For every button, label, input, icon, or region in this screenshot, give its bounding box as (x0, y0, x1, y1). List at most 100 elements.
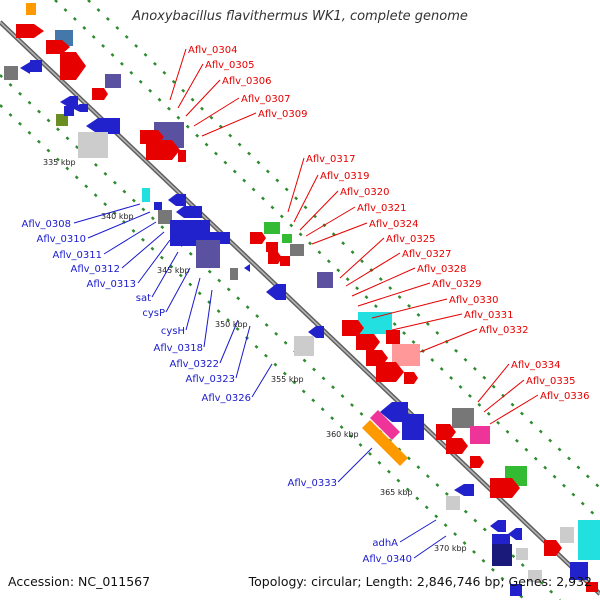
feature-arrow (168, 194, 186, 206)
feature-block (317, 272, 333, 288)
kbp-tick-label: 360 kbp (326, 430, 359, 439)
gene-label: adhA (372, 538, 398, 549)
map-title: Anoxybacillus flavithermus WK1, complete… (132, 9, 468, 24)
feature-block (56, 114, 68, 126)
feature-block (264, 222, 280, 234)
gene-label: Aflv_0310 (36, 234, 86, 245)
gene-label: Aflv_0305 (205, 60, 255, 71)
feature-block (510, 584, 522, 596)
gene-label: Aflv_0323 (185, 374, 235, 385)
gene-label: Aflv_0321 (357, 203, 407, 214)
feature-arrow (46, 40, 70, 54)
feature-block (392, 344, 420, 366)
feature-arrow (266, 284, 286, 300)
feature-block (154, 202, 162, 210)
feature-block (402, 414, 424, 440)
gene-label: Aflv_0328 (417, 264, 467, 275)
feature-arrow (20, 62, 30, 74)
gene-label: Aflv_0331 (464, 310, 514, 321)
gene-label: Aflv_0324 (369, 219, 419, 230)
feature-arrow (380, 402, 408, 422)
genome-backbone (0, 20, 600, 596)
feature-arrow (250, 232, 266, 244)
feature-block (290, 244, 304, 256)
feature-block (64, 106, 74, 116)
feature-arrow (60, 96, 78, 108)
gene-label: Aflv_0334 (511, 360, 561, 371)
gene-label: Aflv_0304 (188, 45, 238, 56)
feature-block (230, 268, 238, 280)
feature-block (446, 496, 460, 510)
feature-block (105, 74, 121, 88)
gene-label: Aflv_0333 (287, 478, 337, 489)
kbp-tick-label: 345 kbp (157, 266, 190, 275)
feature-arrow (404, 372, 418, 384)
feature-arrow (268, 252, 282, 264)
upper-gene-labels: Aflv_0304 Aflv_0305 Aflv_0306 Aflv_0307 … (188, 45, 590, 402)
feature-block (26, 3, 36, 15)
feature-arrow (86, 118, 120, 134)
feature-block (570, 562, 588, 580)
gene-label: Aflv_0317 (306, 154, 356, 165)
feature-arrow (454, 484, 474, 496)
kbp-tick-label: 365 kbp (380, 488, 413, 497)
gene-label: Aflv_0311 (52, 250, 102, 261)
kbp-tick-label: 355 kbp (271, 375, 304, 384)
gene-label: Aflv_0313 (86, 279, 136, 290)
kbp-tick-label: 340 kbp (101, 212, 134, 221)
feature-arrow (72, 104, 88, 112)
feature-arrow (446, 438, 468, 454)
gene-label: Aflv_0309 (258, 109, 308, 120)
feature-block (492, 544, 512, 566)
feature-arrow (60, 52, 86, 80)
feature-block (470, 426, 490, 444)
feature-arrow (308, 326, 324, 338)
feature-arrow (356, 334, 380, 350)
feature-arrow (470, 456, 484, 468)
feature-block (282, 234, 292, 243)
gene-label: Aflv_0322 (169, 359, 219, 370)
feature-arrow (92, 88, 108, 100)
gene-label: cysH (161, 326, 185, 337)
gene-label: Aflv_0319 (320, 171, 370, 182)
gene-label: Aflv_0325 (386, 234, 436, 245)
feature-arrow (376, 362, 404, 382)
features-lower (4, 60, 542, 596)
gene-label: sat (136, 293, 151, 304)
accession-text: Accession: NC_011567 (8, 574, 151, 589)
gene-label: Aflv_0340 (362, 554, 412, 565)
feature-arrow (16, 24, 44, 38)
feature-block (586, 582, 598, 592)
feature-block (178, 150, 186, 162)
gene-label: Aflv_0308 (21, 219, 71, 230)
feature-arrow (362, 420, 408, 466)
feature-block (578, 520, 600, 560)
gene-label: Aflv_0306 (222, 76, 272, 87)
feature-arrow (544, 540, 562, 556)
gene-label: Aflv_0330 (449, 295, 499, 306)
feature-block (78, 132, 108, 158)
feature-arrow (176, 206, 202, 218)
upper-leader-lines (169, 48, 539, 425)
kbp-tick-label: 370 kbp (434, 544, 467, 553)
lower-gene-labels: Aflv_0308 Aflv_0310 Aflv_0311 Aflv_0312 … (21, 219, 412, 565)
feature-arrow (370, 410, 400, 440)
feature-block (358, 312, 392, 334)
gene-label: Aflv_0327 (402, 249, 452, 260)
feature-block (196, 240, 220, 268)
gene-label: Aflv_0307 (241, 94, 291, 105)
gene-label: Aflv_0320 (340, 187, 390, 198)
feature-arrow (436, 424, 456, 440)
feature-arrow (244, 264, 250, 272)
kbp-tick-label: 350 kbp (215, 320, 248, 329)
feature-block (30, 60, 42, 72)
gene-label: Aflv_0326 (201, 393, 251, 404)
feature-block (560, 527, 574, 543)
gene-label: Aflv_0318 (153, 343, 203, 354)
feature-block (386, 330, 400, 344)
gene-label: Aflv_0329 (432, 279, 482, 290)
feature-block (294, 336, 314, 356)
feature-block (452, 408, 474, 428)
